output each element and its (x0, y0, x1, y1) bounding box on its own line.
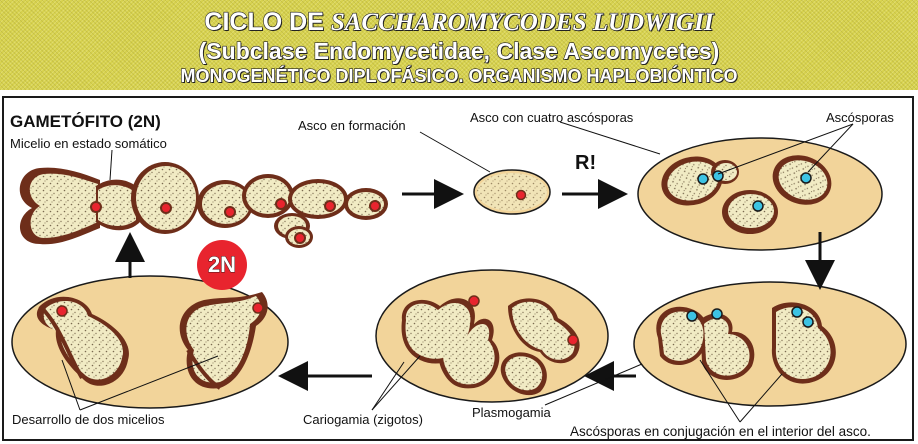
gametofito-label: GAMETÓFITO (2N) (10, 112, 161, 131)
ascus-with-four-ascospores (637, 137, 883, 251)
leader-lines (61, 121, 854, 423)
karyogamy-ascus (375, 269, 609, 403)
cariogamia-label: Cariogamia (zigotos) (303, 412, 423, 427)
development-ascus (11, 275, 289, 409)
plasmogamia-label: Plasmogamia (472, 405, 551, 420)
ploidy-badge: 2N (197, 240, 247, 290)
cycle-arrows (115, 179, 835, 391)
asco-cuatro-label: Asco con cuatro ascósporas (470, 110, 634, 125)
tagline: MONOGENÉTICO DIPLOFÁSICO. ORGANISMO HAPL… (180, 65, 738, 86)
reduction-label: R! (575, 152, 597, 174)
title-prefix: CICLO DE (204, 7, 325, 36)
conjugacion-label: Ascósporas en conjugación en el interior… (570, 424, 871, 439)
micelio-label: Micelio en estado somático (10, 136, 167, 151)
title-species: SACCHAROMYCODES LUDWIGII (330, 8, 714, 36)
ascosporas-label: Ascósporas (826, 110, 894, 125)
asco-formacion-label: Asco en formación (298, 118, 406, 133)
ascus-in-formation (473, 169, 551, 215)
desarrollo-label: Desarrollo de dos micelios (12, 412, 165, 427)
subtitle: (Subclase Endomycetidae, Clase Ascomycet… (198, 37, 720, 64)
plasmogamy-ascus (633, 281, 907, 407)
somatic-mycelium (19, 162, 388, 248)
title: CICLO DE SACCHAROMYCODES LUDWIGII (0, 7, 918, 37)
title-banner: CICLO DE SACCHAROMYCODES LUDWIGII (Subcl… (0, 0, 918, 90)
